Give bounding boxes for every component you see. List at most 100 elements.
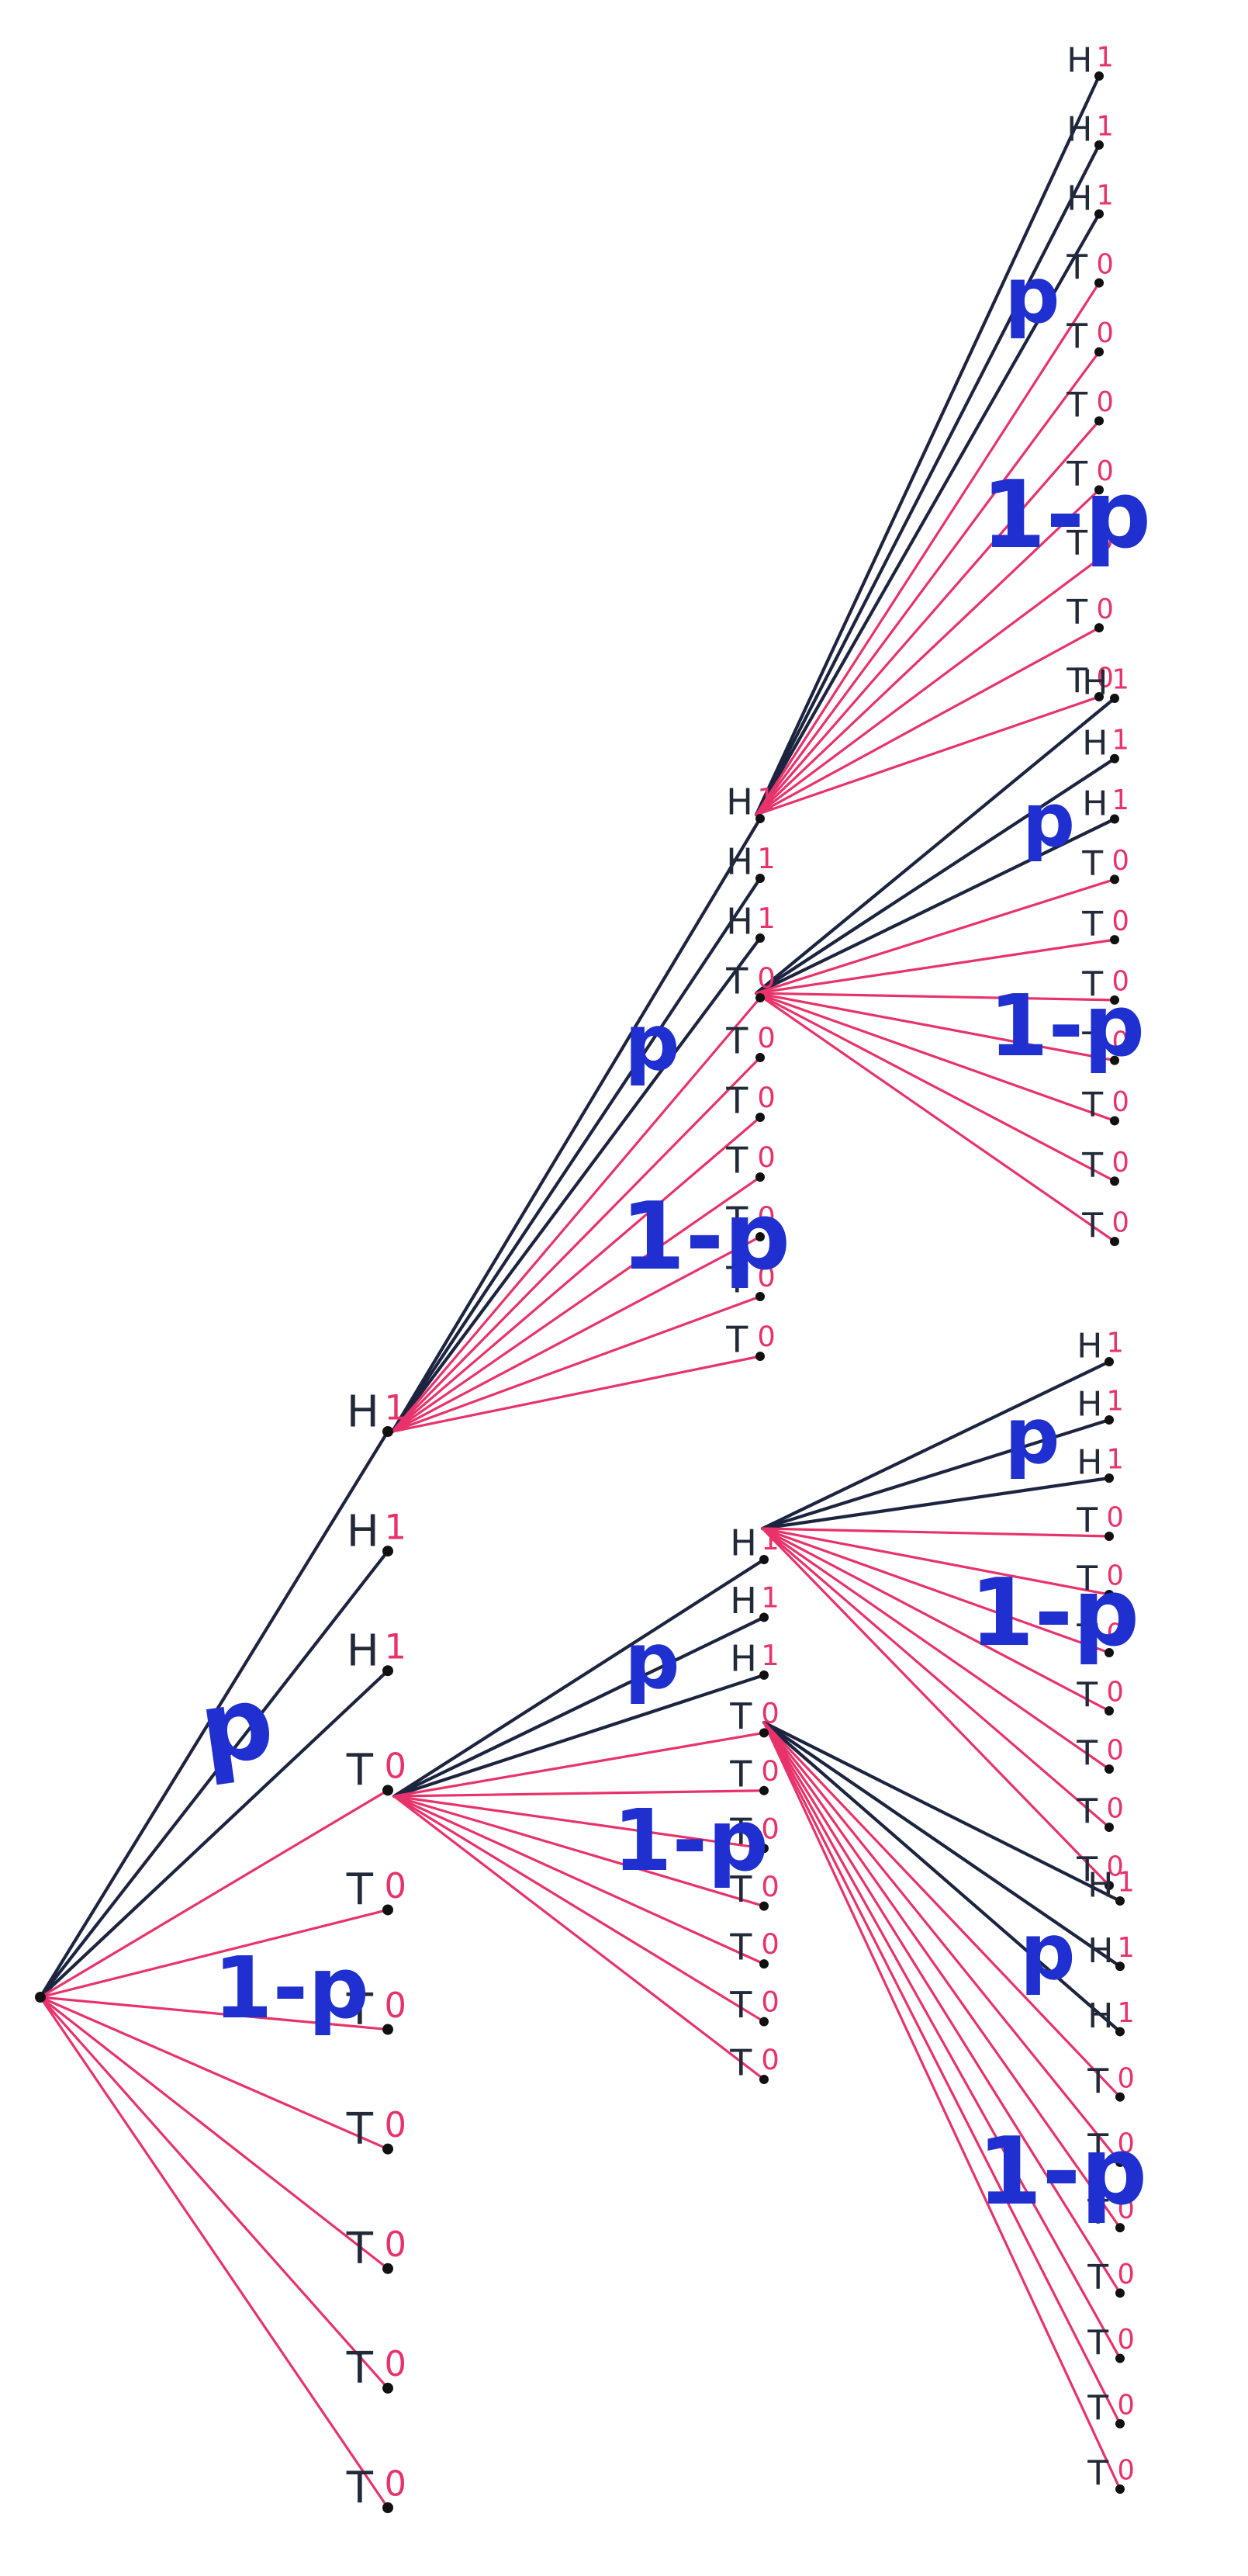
outcome-label-heads: H (726, 781, 753, 822)
outcome-node (755, 1352, 765, 1361)
tails-branch (39, 1996, 389, 2509)
outcome-node (382, 2143, 393, 2155)
value-label-zero: 0 (1111, 1026, 1129, 1058)
outcome-label-tails: T (729, 2041, 752, 2083)
heads-branch (38, 1429, 390, 2000)
value-label-zero: 0 (1106, 1677, 1123, 1709)
value-label-zero: 0 (757, 1081, 775, 1114)
outcome-node (1110, 995, 1119, 1005)
tails-branch (755, 626, 1101, 816)
value-label-zero: 0 (1096, 317, 1113, 349)
tails-branch (391, 1056, 762, 1433)
heads-branches (38, 74, 1122, 2034)
outcome-label-tails: T (1081, 844, 1103, 884)
outcome-label-tails: T (725, 1139, 748, 1181)
tails-branch (392, 1795, 766, 1965)
probability-label-tails: 1-p (613, 1791, 769, 1890)
outcome-node (1115, 2092, 1125, 2102)
tails-branch (391, 1295, 762, 1433)
outcome-label-tails: T (725, 1079, 748, 1121)
value-label-zero: 0 (761, 1696, 779, 1729)
root-node (35, 1992, 46, 2003)
value-label-one: 1 (757, 782, 775, 815)
value-label-one: 1 (1096, 111, 1113, 143)
tails-branch (391, 1235, 762, 1433)
value-label-zero: 0 (1106, 1619, 1123, 1650)
probability-label-heads: p (1020, 1906, 1076, 1997)
value-label-zero: 0 (761, 2043, 779, 2076)
value-label-zero: 0 (385, 2343, 407, 2384)
value-label-one: 1 (1111, 724, 1129, 756)
value-label-zero: 0 (385, 2463, 407, 2504)
tails-branch (392, 1795, 766, 2081)
outcome-label-tails: T (1081, 1085, 1103, 1125)
value-label-one: 1 (1117, 1867, 1134, 1899)
outcome-label-tails: T (346, 2224, 374, 2274)
tails-branch (755, 350, 1101, 816)
outcome-label-heads: H (1087, 1996, 1113, 2036)
outcome-node (759, 1670, 769, 1680)
value-label-one: 1 (1111, 664, 1129, 696)
probability-label-heads: p (1022, 778, 1075, 864)
outcome-node (1115, 2027, 1125, 2037)
outcome-node (755, 1113, 765, 1122)
tails-branch (755, 992, 1116, 1062)
outcome-label-tails: T (1087, 2062, 1108, 2101)
outcome-label-tails: T (1066, 455, 1087, 494)
outcome-node (759, 1728, 769, 1738)
value-label-zero: 0 (1096, 594, 1113, 625)
outcome-node (1105, 1706, 1114, 1716)
value-label-zero: 0 (385, 1746, 407, 1787)
tails-branch (761, 1527, 1111, 1654)
outcome-node (755, 1292, 765, 1301)
outcome-node (1094, 623, 1104, 633)
heads-branch (392, 1673, 766, 1799)
tails-branch (755, 992, 1116, 1002)
outcome-label-heads: H (1082, 784, 1108, 823)
outcome-label-tails: T (1066, 248, 1087, 287)
value-label-zero: 0 (1096, 455, 1113, 487)
outcome-label-tails: T (729, 1753, 752, 1795)
tails-branch (391, 996, 762, 1433)
outcome-node (382, 1546, 393, 1557)
outcome-label-tails: T (346, 2343, 374, 2394)
value-label-one: 1 (761, 1581, 779, 1615)
heads-branch (38, 1669, 390, 2000)
outcome-label-heads: H (726, 840, 753, 882)
outcome-label-tails: T (725, 1199, 748, 1241)
value-label-zero: 0 (1117, 2389, 1134, 2421)
outcome-label-tails: T (1066, 524, 1087, 563)
value-label-one: 1 (1111, 784, 1129, 816)
tails-branch (762, 1721, 1122, 2099)
tails-branch (762, 1721, 1122, 2360)
outcome-label-tails: T (725, 1020, 748, 1061)
outcome-node (382, 2382, 393, 2394)
tails-branch (391, 1175, 762, 1433)
value-label-one: 1 (385, 1506, 407, 1547)
probability-label-heads: p (1004, 1390, 1060, 1481)
heads-branch (754, 212, 1101, 817)
outcome-label-tails: T (729, 1695, 752, 1737)
outcome-label-heads: H (730, 1522, 757, 1563)
outcome-node (1110, 694, 1119, 703)
heads-branch (754, 696, 1117, 995)
value-label-zero: 0 (1111, 1147, 1129, 1179)
outcome-node (1110, 814, 1119, 824)
value-label-zero: 0 (1096, 663, 1113, 694)
outcome-label-tails: T (1081, 1146, 1103, 1186)
outcome-label-tails: T (729, 1927, 752, 1968)
value-label-one: 1 (1106, 1328, 1123, 1359)
outcome-node (759, 1785, 769, 1795)
outcome-node (382, 1904, 393, 1916)
value-label-one: 1 (385, 1626, 407, 1667)
value-label-zero: 0 (1117, 2324, 1134, 2356)
outcome-node (1110, 874, 1119, 885)
value-label-one: 1 (761, 1523, 779, 1556)
outcome-label-heads: H (347, 1387, 379, 1437)
outcome-node (755, 1053, 765, 1062)
outcome-node (1105, 1764, 1114, 1774)
tails-branch (755, 695, 1101, 816)
outcome-label-tails: T (1076, 1618, 1098, 1657)
outcome-node (1094, 347, 1104, 357)
